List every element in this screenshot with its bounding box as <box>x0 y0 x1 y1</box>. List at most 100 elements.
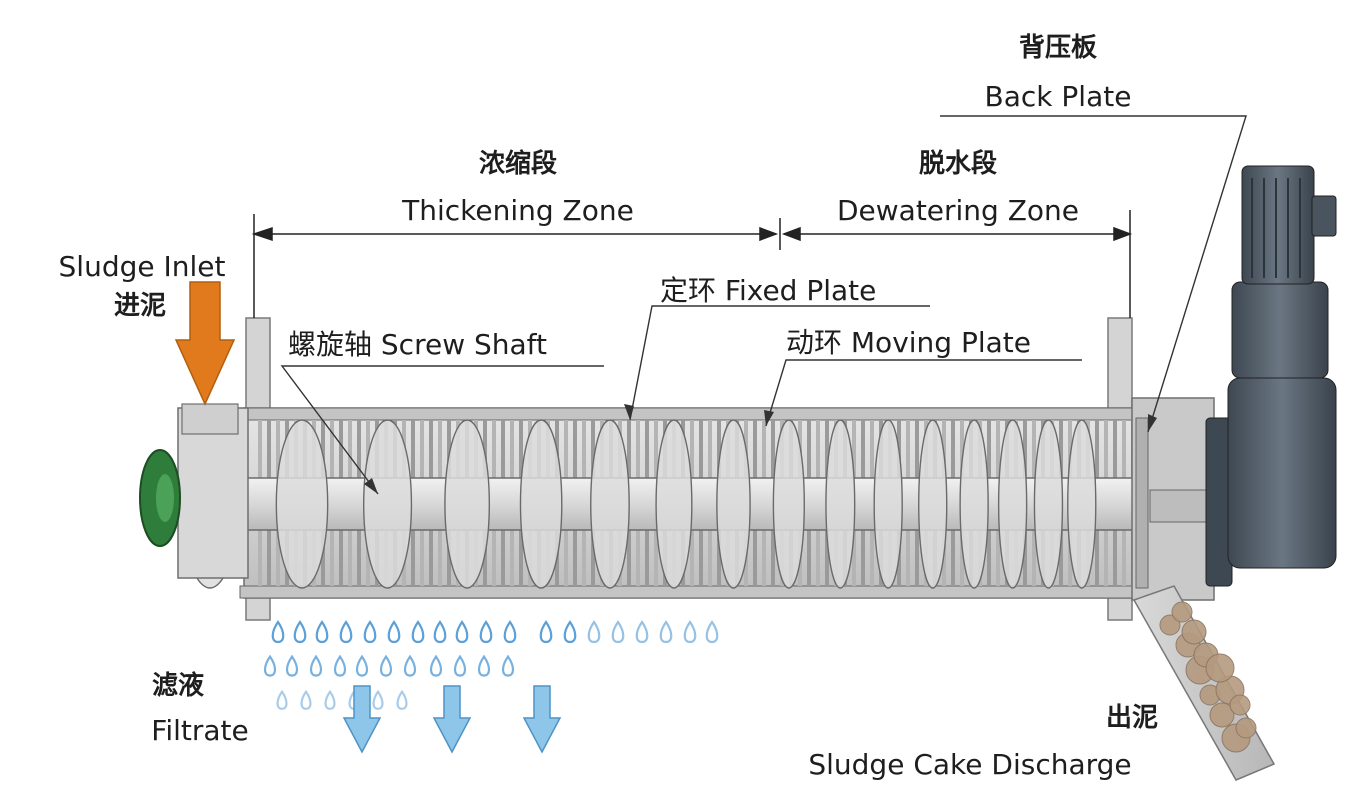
filtrate-drop <box>271 620 285 644</box>
filtrate-drop <box>309 654 323 677</box>
zone-dimension-lines <box>251 210 1133 318</box>
dewatering-zone-label-en: Dewatering Zone <box>837 194 1079 227</box>
filtrate-drop <box>477 654 491 677</box>
filtrate-drop <box>333 654 347 677</box>
filtrate-drop <box>429 654 443 677</box>
dim-arrowhead <box>251 226 273 242</box>
leader-arrowhead <box>364 478 378 494</box>
filtrate-drop <box>285 654 299 677</box>
filtrate-drop <box>411 620 425 644</box>
filtrate-drop <box>539 620 553 644</box>
screw-flight <box>590 419 630 589</box>
dim-arrowhead <box>759 226 779 242</box>
top-tie-rod <box>239 407 1147 421</box>
leader-arrowhead <box>1148 414 1157 432</box>
motor-cooling-fins <box>1251 178 1301 278</box>
dim-arrowhead <box>781 226 801 242</box>
filtrate-arrow-3 <box>522 685 562 754</box>
filtrate-drops <box>263 620 719 710</box>
bottom-tie-rod <box>239 585 1147 599</box>
moving-plate-label: 动环 Moving Plate <box>786 326 1031 359</box>
filtrate-drop <box>455 620 469 644</box>
filtrate-drop <box>355 654 369 677</box>
filtrate-label-cn: 滤液 <box>152 671 204 701</box>
screw-flight <box>275 419 329 589</box>
gearbox-body <box>1227 377 1337 569</box>
filtrate-drop <box>503 620 517 644</box>
filtrate-drop <box>501 654 515 677</box>
filtrate-drop <box>479 620 493 644</box>
sludge-inlet-label-en: Sludge Inlet <box>59 250 226 283</box>
gearbox-upper <box>1231 281 1329 379</box>
sludge-cake-lump <box>1181 619 1207 645</box>
screw-shaft-label: 螺旋轴 Screw Shaft <box>288 328 547 361</box>
screw-flight <box>959 419 989 589</box>
screw-flight <box>997 419 1028 589</box>
back-plate-leader <box>940 115 1247 433</box>
motor-terminal-box <box>1311 195 1337 237</box>
filtrate-drop <box>315 620 329 644</box>
discharge-label-cn: 出泥 <box>1106 703 1158 733</box>
sludge-cake-lump <box>1171 601 1193 623</box>
thickening-zone-label-en: Thickening Zone <box>401 194 634 227</box>
filtrate-drop <box>611 620 625 644</box>
back-plate <box>1135 417 1149 589</box>
filtrate-drop <box>363 620 377 644</box>
leader-lines <box>280 115 1247 495</box>
screw-flight <box>918 419 948 589</box>
filtrate-arrow-1 <box>342 685 382 754</box>
filtrate-drop <box>433 620 447 644</box>
leader-arrowheads <box>364 404 1157 494</box>
filtrate-drop <box>659 620 673 644</box>
bearing-flange-center <box>156 474 174 522</box>
screw-flight <box>1033 419 1064 589</box>
drive-shaft <box>1149 489 1211 523</box>
drive-motor <box>1205 165 1337 587</box>
filtrate-drop <box>324 689 336 710</box>
filtrate-drop <box>372 689 384 710</box>
filtrate-drop <box>635 620 649 644</box>
sludge-cake-lump <box>1205 653 1235 683</box>
discharge-chute <box>1132 585 1276 781</box>
discharge-label-en: Sludge Cake Discharge <box>808 748 1131 781</box>
sludge-cake-lump <box>1235 717 1257 739</box>
fixed-plate-leader <box>629 305 930 421</box>
filtrate-drop <box>339 620 353 644</box>
thickening-zone-label-cn: 浓缩段 <box>479 148 557 179</box>
filtrate-drop <box>453 654 467 677</box>
moving-plate-leader <box>765 359 1082 427</box>
filtrate-drop <box>263 654 277 677</box>
screw-flight <box>873 419 903 589</box>
screw-flight <box>716 419 751 589</box>
screw-flight <box>772 419 805 589</box>
dewatering-zone-label-cn: 脱水段 <box>919 148 997 179</box>
filtrate-arrow-2 <box>432 685 472 754</box>
screw-shaft-leader <box>280 365 604 495</box>
screw-flight <box>444 419 491 589</box>
screw-flight <box>1067 419 1097 589</box>
sludge-inlet-arrow <box>174 281 236 406</box>
filtrate-drop <box>293 620 307 644</box>
filtrate-drop <box>403 654 417 677</box>
sludge-cake-lump <box>1209 702 1235 728</box>
sludge-cake-lump <box>1229 694 1251 716</box>
filtrate-drop <box>705 620 719 644</box>
screw-press-body <box>139 317 1215 621</box>
sludge-cake-lump <box>1159 614 1181 636</box>
filtrate-drop <box>587 620 601 644</box>
filtrate-drop <box>300 689 312 710</box>
filtrate-label-en: Filtrate <box>151 714 248 747</box>
screw-flight <box>362 419 413 589</box>
back-plate-label-en: Back Plate <box>985 80 1132 113</box>
back-plate-label-cn: 背压板 <box>1019 33 1097 63</box>
screw-flight <box>825 419 856 589</box>
fixed-plate-label: 定环 Fixed Plate <box>660 274 876 307</box>
leader-arrowhead <box>764 410 774 426</box>
filtrate-drop <box>563 620 577 644</box>
filtrate-drop <box>387 620 401 644</box>
filtrate-drop <box>396 689 408 710</box>
sludge-inlet-label-cn: 进泥 <box>114 291 166 321</box>
filtrate-drop <box>683 620 697 644</box>
screw-flight <box>519 419 563 589</box>
